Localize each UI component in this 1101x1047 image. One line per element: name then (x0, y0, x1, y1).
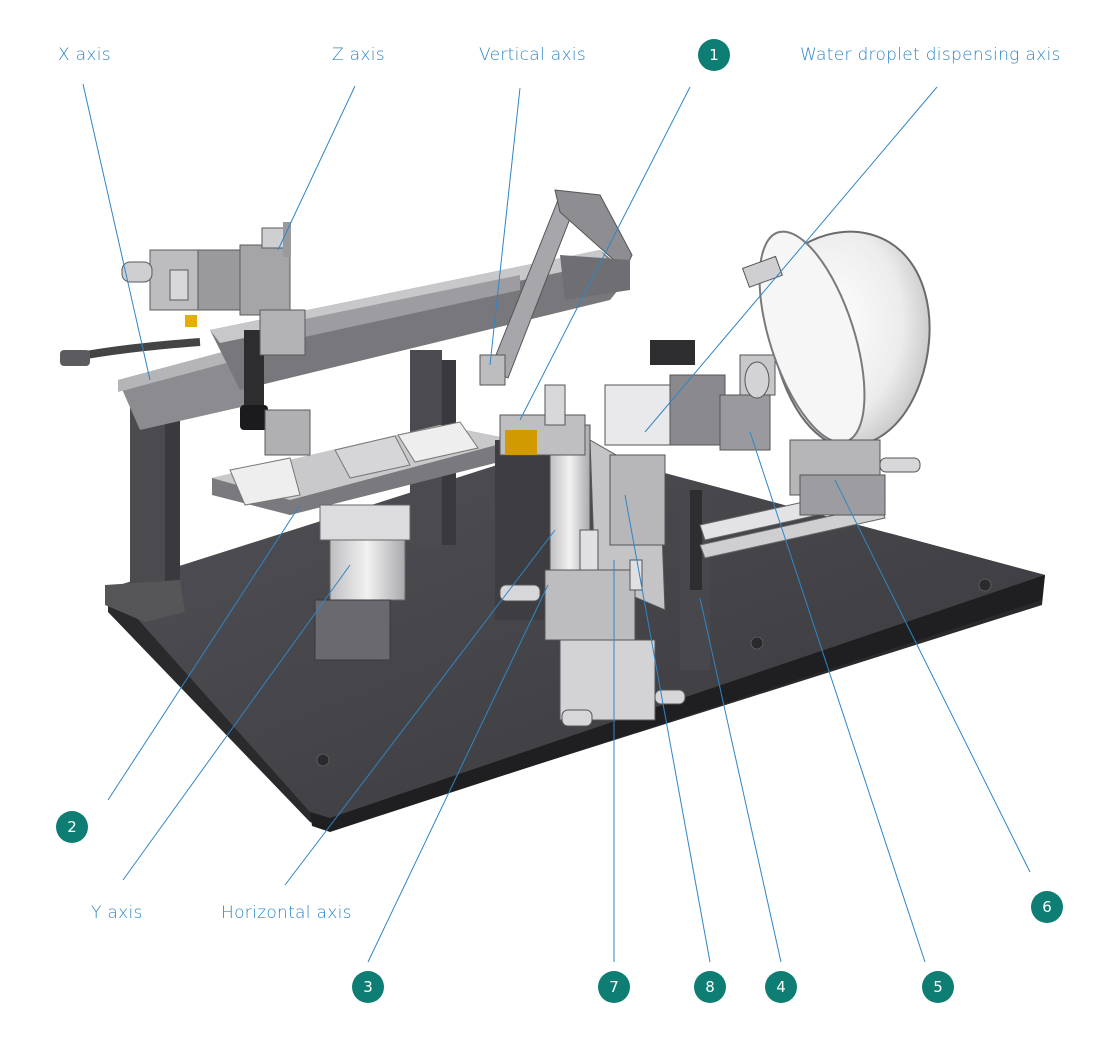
leader-lines (82, 83, 1031, 963)
callout-2: 2 (56, 811, 88, 843)
water-droplet-module (604, 340, 776, 451)
z-axis-head (121, 222, 306, 430)
callout-3: 3 (352, 971, 384, 1003)
callout-5: 5 (922, 971, 954, 1003)
sample-tray (212, 409, 515, 661)
leader-2 (107, 504, 301, 801)
leader-4 (699, 597, 782, 963)
dome-light-source (741, 230, 931, 516)
label-vertical-axis: Vertical axis (479, 45, 586, 65)
label-x-axis: X axis (58, 45, 111, 65)
leader-8 (624, 494, 711, 963)
leader-1 (519, 86, 691, 421)
label-horizontal-axis: Horizontal axis (221, 903, 352, 923)
label-water-axis: Water droplet dispensing axis (800, 45, 1061, 65)
leader-z-axis (277, 85, 356, 251)
leader-x-axis (82, 83, 151, 381)
central-stage (495, 384, 710, 727)
callout-8: 8 (694, 971, 726, 1003)
vertical-axis-arm (479, 189, 633, 386)
label-z-axis: Z axis (332, 45, 385, 65)
callout-1: 1 (698, 39, 730, 71)
callout-6: 6 (1031, 891, 1063, 923)
leader-vertical-axis (489, 87, 521, 366)
leader-horizontal-axis (284, 529, 556, 886)
leader-y-axis (122, 564, 351, 881)
leader-3 (367, 584, 549, 963)
label-y-axis: Y axis (91, 903, 143, 923)
leader-water-axis (644, 86, 938, 433)
leader-6 (834, 479, 1031, 873)
leader-5 (749, 431, 926, 963)
callout-7: 7 (598, 971, 630, 1003)
callout-4: 4 (765, 971, 797, 1003)
